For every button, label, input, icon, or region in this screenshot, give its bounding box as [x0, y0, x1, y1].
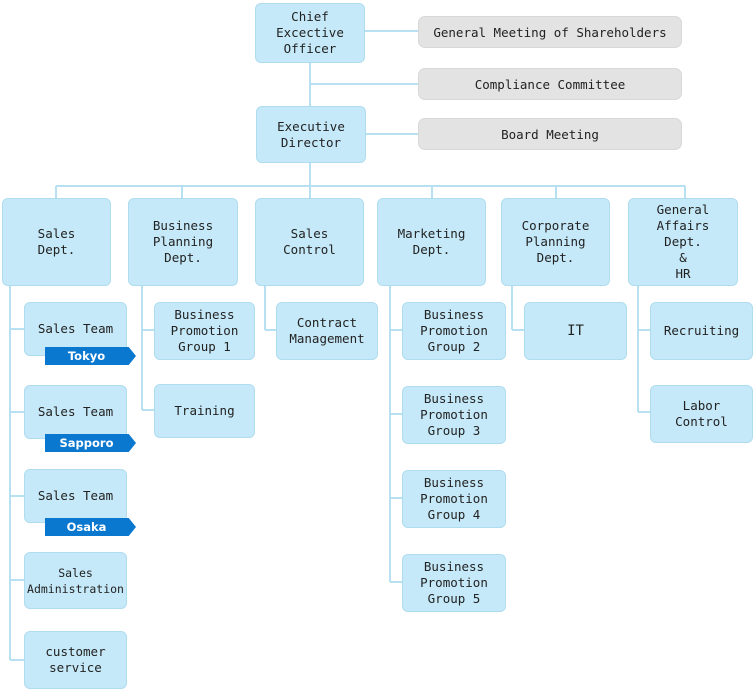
sapporo-tag: Sapporo: [45, 434, 136, 452]
business-planning-dept-box: Business Planning Dept.: [128, 198, 238, 286]
general-affairs-hr-dept-box: General Affairs Dept. & HR: [628, 198, 738, 286]
sales-team-osaka-box: Sales Team: [24, 469, 127, 523]
shareholders-meeting-box: General Meeting of Shareholders: [418, 16, 682, 48]
customer-service-box: customer service: [24, 631, 127, 689]
tokyo-tag: Tokyo: [45, 347, 136, 365]
sales-dept-box: Sales Dept.: [2, 198, 111, 286]
executive-director-box: Executive Director: [256, 106, 366, 163]
corporate-planning-dept-box: Corporate Planning Dept.: [501, 198, 610, 286]
osaka-tag: Osaka: [45, 518, 136, 536]
recruiting-box: Recruiting: [650, 302, 753, 360]
business-promotion-group-4-box: Business Promotion Group 4: [402, 470, 506, 528]
it-box: IT: [524, 302, 627, 360]
board-meeting-box: Board Meeting: [418, 118, 682, 150]
business-promotion-group-1-box: Business Promotion Group 1: [154, 302, 255, 360]
ceo-box: Chief Excective Officer: [255, 3, 365, 63]
labor-control-box: Labor Control: [650, 385, 753, 443]
training-box: Training: [154, 384, 255, 438]
business-promotion-group-5-box: Business Promotion Group 5: [402, 554, 506, 612]
sales-team-sapporo-box: Sales Team: [24, 385, 127, 439]
business-promotion-group-2-box: Business Promotion Group 2: [402, 302, 506, 360]
compliance-committee-box: Compliance Committee: [418, 68, 682, 100]
sales-administration-box: Sales Administration: [24, 552, 127, 609]
contract-management-box: Contract Management: [276, 302, 378, 360]
sales-control-box: Sales Control: [255, 198, 364, 286]
marketing-dept-box: Marketing Dept.: [377, 198, 486, 286]
business-promotion-group-3-box: Business Promotion Group 3: [402, 386, 506, 444]
